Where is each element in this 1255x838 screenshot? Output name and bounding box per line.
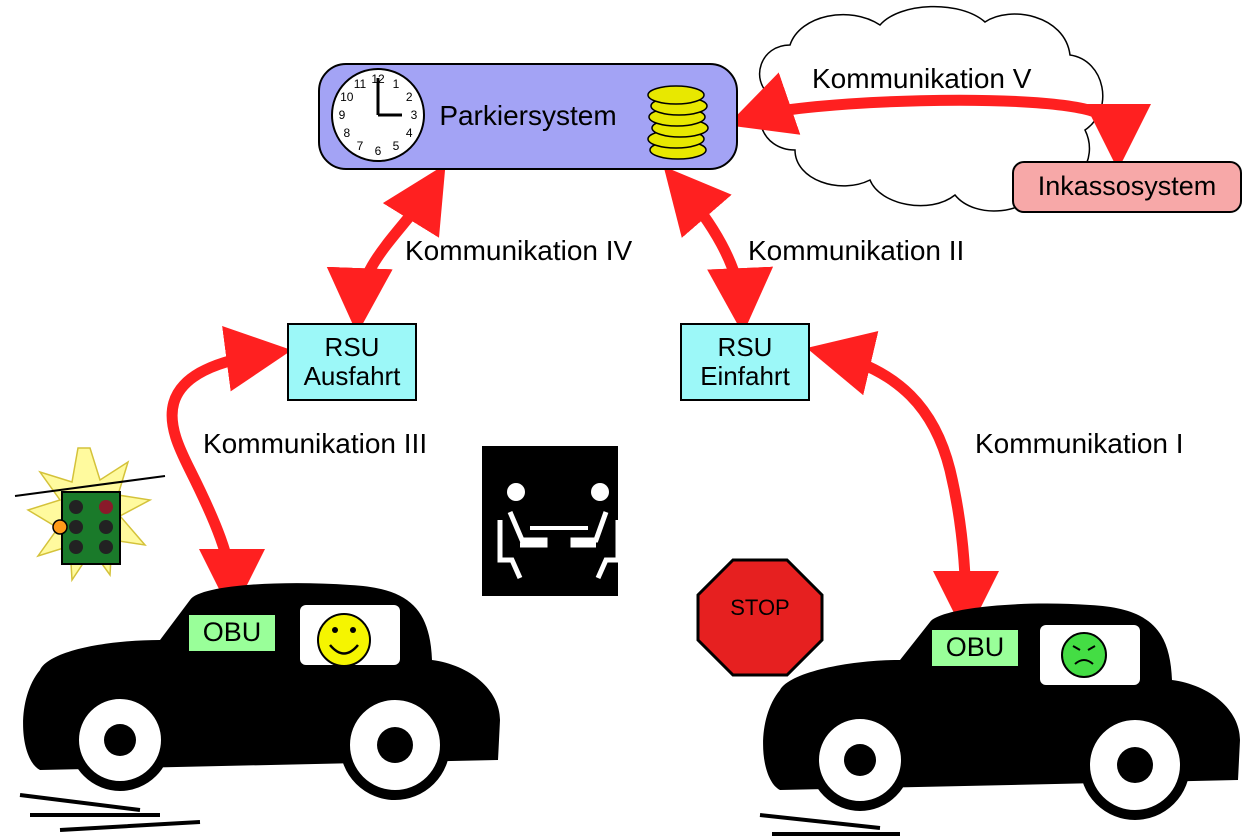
- inkasso-system-label: Inkassosystem: [1037, 171, 1217, 202]
- car-icon: [759, 603, 1240, 836]
- obu-right-label: OBU: [945, 632, 1005, 663]
- smiley-icon: [1061, 632, 1107, 678]
- rsu-exit-line2: Ausfahrt: [303, 361, 401, 391]
- arrow-kommunikation-ii: [663, 166, 774, 334]
- arrow-kommunikation-v: [727, 72, 1151, 170]
- label-kommunikation-i: Kommunikation I: [975, 428, 1184, 459]
- rsu-entry-line1: RSU: [717, 332, 773, 363]
- stop-sign-icon: [696, 558, 824, 677]
- stop-sign-label: STOP: [730, 595, 790, 620]
- rsu-entry-box: RSU Einfahrt: [680, 323, 810, 401]
- smiley-icon: [317, 613, 371, 667]
- obu-left-box: OBU: [187, 613, 277, 653]
- arrow-kommunikation-i: [806, 331, 999, 637]
- traffic-light-icon: [14, 447, 166, 583]
- rsu-exit-box: RSU Ausfahrt: [287, 323, 417, 401]
- inkasso-system-box: Inkassosystem: [1012, 161, 1242, 213]
- obu-right-box: OBU: [930, 628, 1020, 668]
- meeting-icon: [482, 446, 621, 596]
- label-kommunikation-iv: Kommunikation IV: [405, 235, 633, 266]
- label-kommunikation-ii: Kommunikation II: [748, 235, 965, 266]
- parking-system-box: Parkiersystem: [318, 63, 738, 170]
- arrows: [166, 72, 1151, 637]
- arrow-kommunikation-iii: [166, 326, 292, 615]
- label-kommunikation-v: Kommunikation V: [812, 63, 1032, 94]
- label-kommunikation-iii: Kommunikation III: [203, 428, 428, 459]
- parking-system-label: Parkiersystem: [439, 100, 617, 132]
- arrow-kommunikation-iv: [326, 164, 446, 334]
- rsu-entry-line2: Einfahrt: [700, 361, 790, 391]
- obu-left-label: OBU: [202, 617, 262, 648]
- rsu-exit-line1: RSU: [324, 332, 380, 363]
